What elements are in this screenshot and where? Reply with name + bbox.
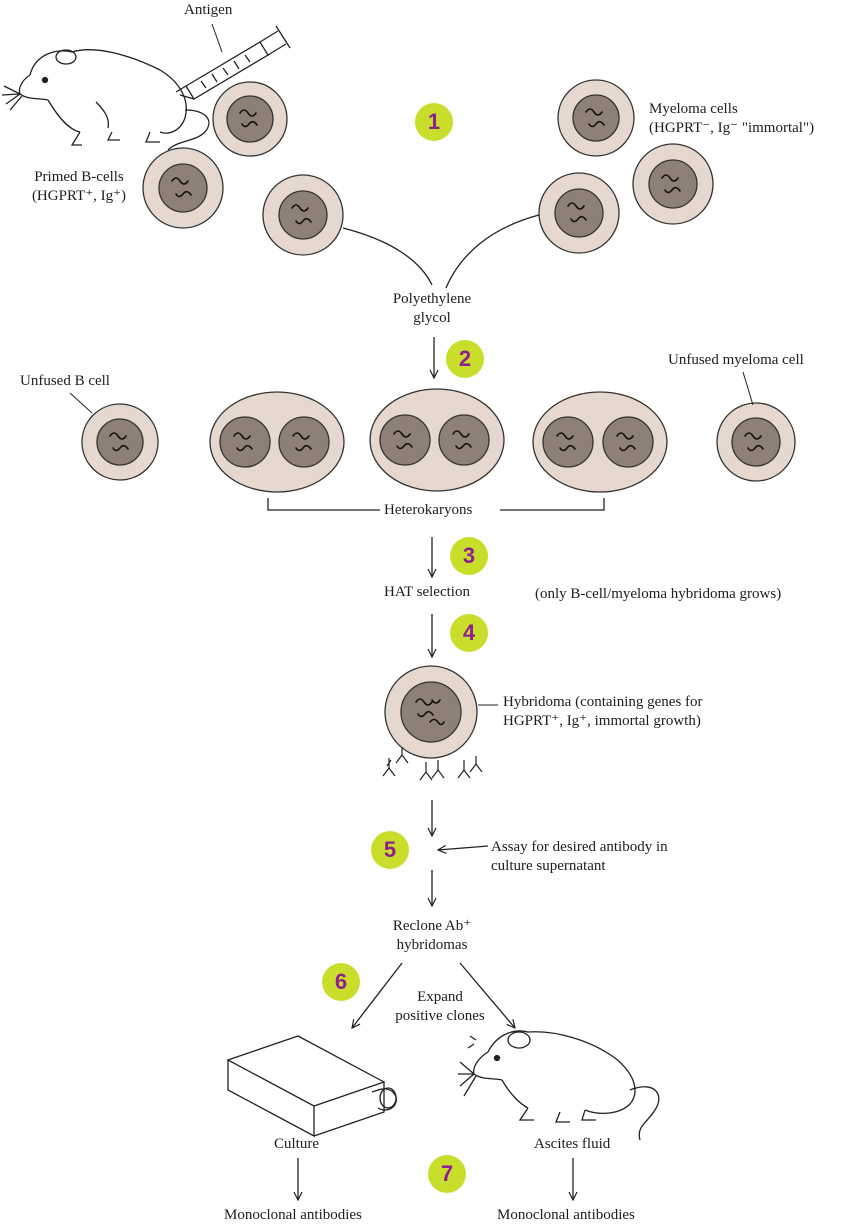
peg-label: Polyethylene glycol	[370, 290, 494, 328]
heterokaryon	[369, 388, 505, 492]
myeloma-cell	[557, 79, 635, 157]
arrow-to-culture	[352, 962, 403, 1028]
unfused-b-cell-label: Unfused B cell	[20, 373, 110, 389]
cells	[81, 79, 796, 759]
primed-b-cells-label: Primed B-cells (HGPRT⁺, Ig⁺)	[14, 168, 144, 206]
unfused-b-leader	[69, 392, 93, 414]
expand-line2: positive clones	[395, 1008, 485, 1024]
unfused-b-cell	[81, 403, 159, 481]
peg-line1: Polyethylene	[392, 291, 472, 307]
assay-arrow	[438, 846, 489, 850]
myeloma-cells-title: Myeloma cells	[649, 101, 738, 117]
primed-b-cells-title: Primed B-cells	[34, 169, 124, 185]
step-7-badge: 7	[428, 1155, 466, 1193]
hybridoma-line2: HGPRT⁺, Ig⁺, immortal growth)	[503, 713, 701, 729]
hat-selection-label: HAT selection	[384, 584, 470, 600]
assay-label: Assay for desired antibody in culture su…	[491, 838, 668, 876]
antigen-label: Antigen	[184, 2, 233, 18]
secreted-antibodies	[382, 747, 483, 781]
connectors	[69, 214, 754, 1200]
step-2-badge: 2	[446, 340, 484, 378]
antigen-leader	[211, 23, 223, 53]
step-3-badge: 3	[450, 537, 488, 575]
myeloma-fusion-curve	[445, 214, 540, 289]
myeloma-cells-label: Myeloma cells (HGPRT⁻, Ig⁻ "immortal")	[649, 100, 814, 138]
mab-left-label: Monoclonal antibodies	[224, 1207, 362, 1223]
step-6-badge: 6	[322, 963, 360, 1001]
heterokaryons-label: Heterokaryons	[384, 502, 473, 518]
reclone-label: Reclone Ab⁺ hybridomas	[372, 917, 492, 955]
mab-right-label: Monoclonal antibodies	[497, 1207, 635, 1223]
primed-b-cell	[142, 147, 224, 229]
hybridoma-line1: Hybridoma (containing genes for	[503, 694, 703, 710]
ascites-mouse	[458, 1030, 660, 1141]
reclone-line1: Reclone Ab⁺	[392, 918, 472, 934]
assay-line2: culture supernatant	[491, 858, 606, 874]
step-1-badge: 1	[415, 103, 453, 141]
culture-label: Culture	[274, 1136, 319, 1152]
heterokaryon-bracket	[267, 498, 605, 511]
hybridoma-label: Hybridoma (containing genes for HGPRT⁺, …	[503, 693, 703, 731]
ascites-fluid-label: Ascites fluid	[534, 1136, 611, 1152]
chromosomes	[109, 108, 764, 726]
primed-b-cells-genotype: (HGPRT⁺, Ig⁺)	[31, 188, 127, 204]
immunized-mouse	[1, 49, 210, 151]
primed-b-cell	[212, 81, 288, 157]
myeloma-cells-genotype: (HGPRT⁻, Ig⁻ "immortal")	[649, 120, 815, 136]
unfused-myeloma-cell	[716, 402, 796, 482]
unfused-myeloma-leader	[742, 371, 754, 406]
heterokaryon	[209, 391, 345, 493]
syringe	[175, 25, 291, 100]
primed-b-cell	[262, 174, 344, 256]
assay-line1: Assay for desired antibody in	[491, 839, 668, 855]
hat-note-label: (only B-cell/myeloma hybridoma grows)	[535, 586, 782, 602]
culture-flask	[226, 1035, 397, 1138]
step-4-badge: 4	[450, 614, 488, 652]
unfused-myeloma-cell-label: Unfused myeloma cell	[668, 352, 804, 368]
reclone-line2: hybridomas	[396, 937, 468, 953]
heterokaryon	[532, 391, 668, 493]
arrow-to-mouse	[459, 962, 515, 1028]
step-5-badge: 5	[371, 831, 409, 869]
peg-line2: glycol	[413, 310, 451, 326]
b-cell-fusion-curve	[342, 227, 433, 286]
myeloma-cell	[632, 143, 714, 225]
expand-label: Expand positive clones	[380, 988, 500, 1026]
myeloma-cell	[538, 172, 620, 254]
expand-line1: Expand	[417, 989, 463, 1005]
